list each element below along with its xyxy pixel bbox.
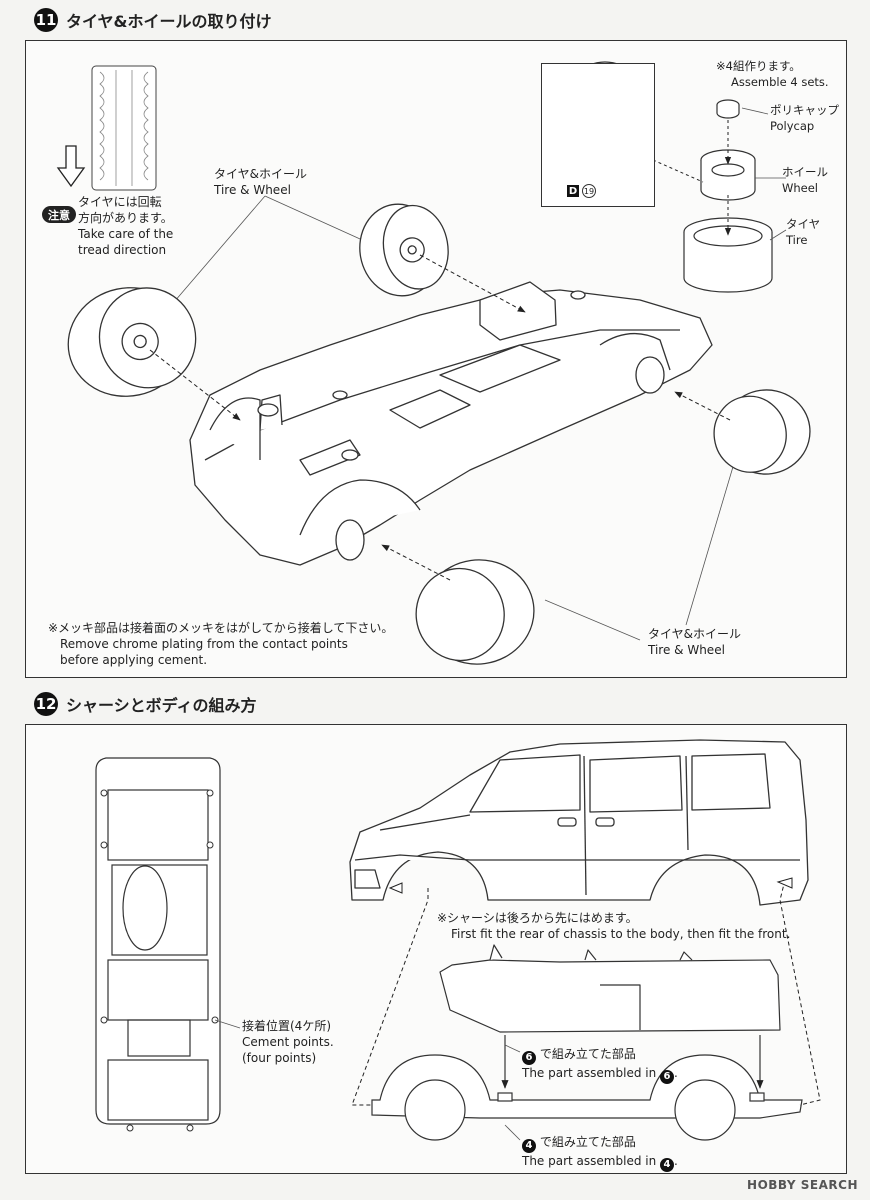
car-body-illustration bbox=[349, 739, 809, 906]
fit-note: ※シャーシは後ろから先にはめます。 First fit the rear of … bbox=[437, 910, 790, 942]
part4-en: The part assembled in bbox=[522, 1154, 657, 1168]
part4-circle-badge: 4 bbox=[522, 1139, 536, 1153]
chrome-note-jp: ※メッキ部品は接着面のメッキをはがしてから接着して下さい。 bbox=[48, 621, 394, 635]
part6-circle-badge: 6 bbox=[522, 1051, 536, 1065]
part4-jp-line: 4 で組み立てた部品 bbox=[522, 1134, 678, 1153]
tire-en: Tire bbox=[786, 233, 808, 247]
step-12-title: シャーシとボディの組み方 bbox=[66, 696, 257, 715]
tread-note: タイヤには回転 方向があります。 Take care of the tread … bbox=[78, 194, 173, 258]
hobby-search-watermark: HOBBY SEARCH bbox=[747, 1178, 858, 1192]
part4-circle-badge-en: 4 bbox=[660, 1158, 675, 1172]
step-11-header: 11 タイヤ&ホイールの取り付け bbox=[34, 8, 271, 32]
step-12-header: 12 シャーシとボディの組み方 bbox=[34, 692, 257, 716]
step-11-number: 11 bbox=[34, 8, 58, 32]
step-11-title: タイヤ&ホイールの取り付け bbox=[66, 12, 272, 31]
cement-en-1: Cement points. bbox=[242, 1035, 334, 1049]
part4-jp: で組み立てた部品 bbox=[539, 1135, 636, 1149]
chrome-note: ※メッキ部品は接着面のメッキをはがしてから接着して下さい。 Remove chr… bbox=[48, 620, 393, 668]
tire-wheel-label-top: タイヤ&ホイール Tire & Wheel bbox=[214, 166, 307, 198]
chrome-note-en-2: before applying cement. bbox=[60, 653, 208, 667]
part-number-tag: D 19 bbox=[567, 184, 596, 198]
part6-jp-line: 6 で組み立てた部品 bbox=[522, 1046, 678, 1065]
tire-jp: タイヤ bbox=[786, 217, 821, 231]
polycap-label: ポリキャップ Polycap bbox=[770, 102, 839, 134]
part6-label: 6 で組み立てた部品 The part assembled in 6. bbox=[522, 1046, 678, 1084]
fit-note-en: First fit the rear of chassis to the bod… bbox=[451, 927, 791, 941]
part4-en-line: The part assembled in 4. bbox=[522, 1154, 678, 1172]
part6-jp: で組み立てた部品 bbox=[539, 1047, 636, 1061]
wheel-en: Wheel bbox=[782, 181, 819, 195]
wheel-jp: ホイール bbox=[782, 165, 828, 179]
chassis-illustration bbox=[189, 281, 713, 566]
chassis-bottom-view bbox=[95, 757, 221, 1132]
tread-note-jp-1: タイヤには回転 bbox=[78, 195, 162, 209]
cement-jp: 接着位置(4ケ所) bbox=[242, 1019, 331, 1033]
tread-note-jp-2: 方向があります。 bbox=[78, 211, 173, 225]
tire-label: タイヤ Tire bbox=[786, 216, 820, 248]
step-12-number: 12 bbox=[34, 692, 58, 716]
cement-en-2: (four points) bbox=[242, 1051, 317, 1065]
tire-wheel-jp-top: タイヤ&ホイール bbox=[214, 167, 307, 181]
wheel-detail-inset bbox=[541, 63, 655, 207]
polycap-en: Polycap bbox=[770, 119, 815, 133]
direction-arrow-icon bbox=[56, 145, 86, 188]
assembled-lower-view bbox=[371, 1054, 803, 1141]
part-number: 19 bbox=[582, 184, 596, 198]
tire-wheel-en-bottom: Tire & Wheel bbox=[648, 643, 725, 657]
tire-wheel-jp-bottom: タイヤ&ホイール bbox=[648, 627, 741, 641]
exploded-wheel-parts bbox=[683, 99, 773, 293]
assemble-note: ※4組作ります。 Assemble 4 sets. bbox=[716, 58, 829, 90]
part6-en-line: The part assembled in 6. bbox=[522, 1066, 678, 1084]
fit-note-jp: ※シャーシは後ろから先にはめます。 bbox=[437, 911, 638, 925]
part-letter: D bbox=[567, 185, 579, 197]
tire-illustrations bbox=[67, 203, 811, 665]
tire-wheel-label-bottom: タイヤ&ホイール Tire & Wheel bbox=[648, 626, 741, 658]
part4-label: 4 で組み立てた部品 The part assembled in 4. bbox=[522, 1134, 678, 1172]
assemble-note-jp: ※4組作ります。 bbox=[716, 59, 801, 73]
tread-pattern-illustration bbox=[91, 65, 157, 191]
polycap-jp: ポリキャップ bbox=[770, 103, 839, 117]
wheel-label: ホイール Wheel bbox=[782, 164, 828, 196]
tire-wheel-en-top: Tire & Wheel bbox=[214, 183, 291, 197]
tread-note-en-1: Take care of the bbox=[78, 227, 174, 241]
part6-en: The part assembled in bbox=[522, 1066, 657, 1080]
tread-note-en-2: tread direction bbox=[78, 243, 167, 257]
cement-points-label: 接着位置(4ケ所) Cement points. (four points) bbox=[242, 1018, 334, 1066]
caution-badge: 注意 bbox=[42, 206, 76, 223]
chassis-side-view bbox=[439, 944, 781, 1033]
assemble-note-en: Assemble 4 sets. bbox=[731, 75, 829, 89]
part6-circle-badge-en: 6 bbox=[660, 1070, 675, 1084]
chrome-note-en-1: Remove chrome plating from the contact p… bbox=[60, 637, 348, 651]
